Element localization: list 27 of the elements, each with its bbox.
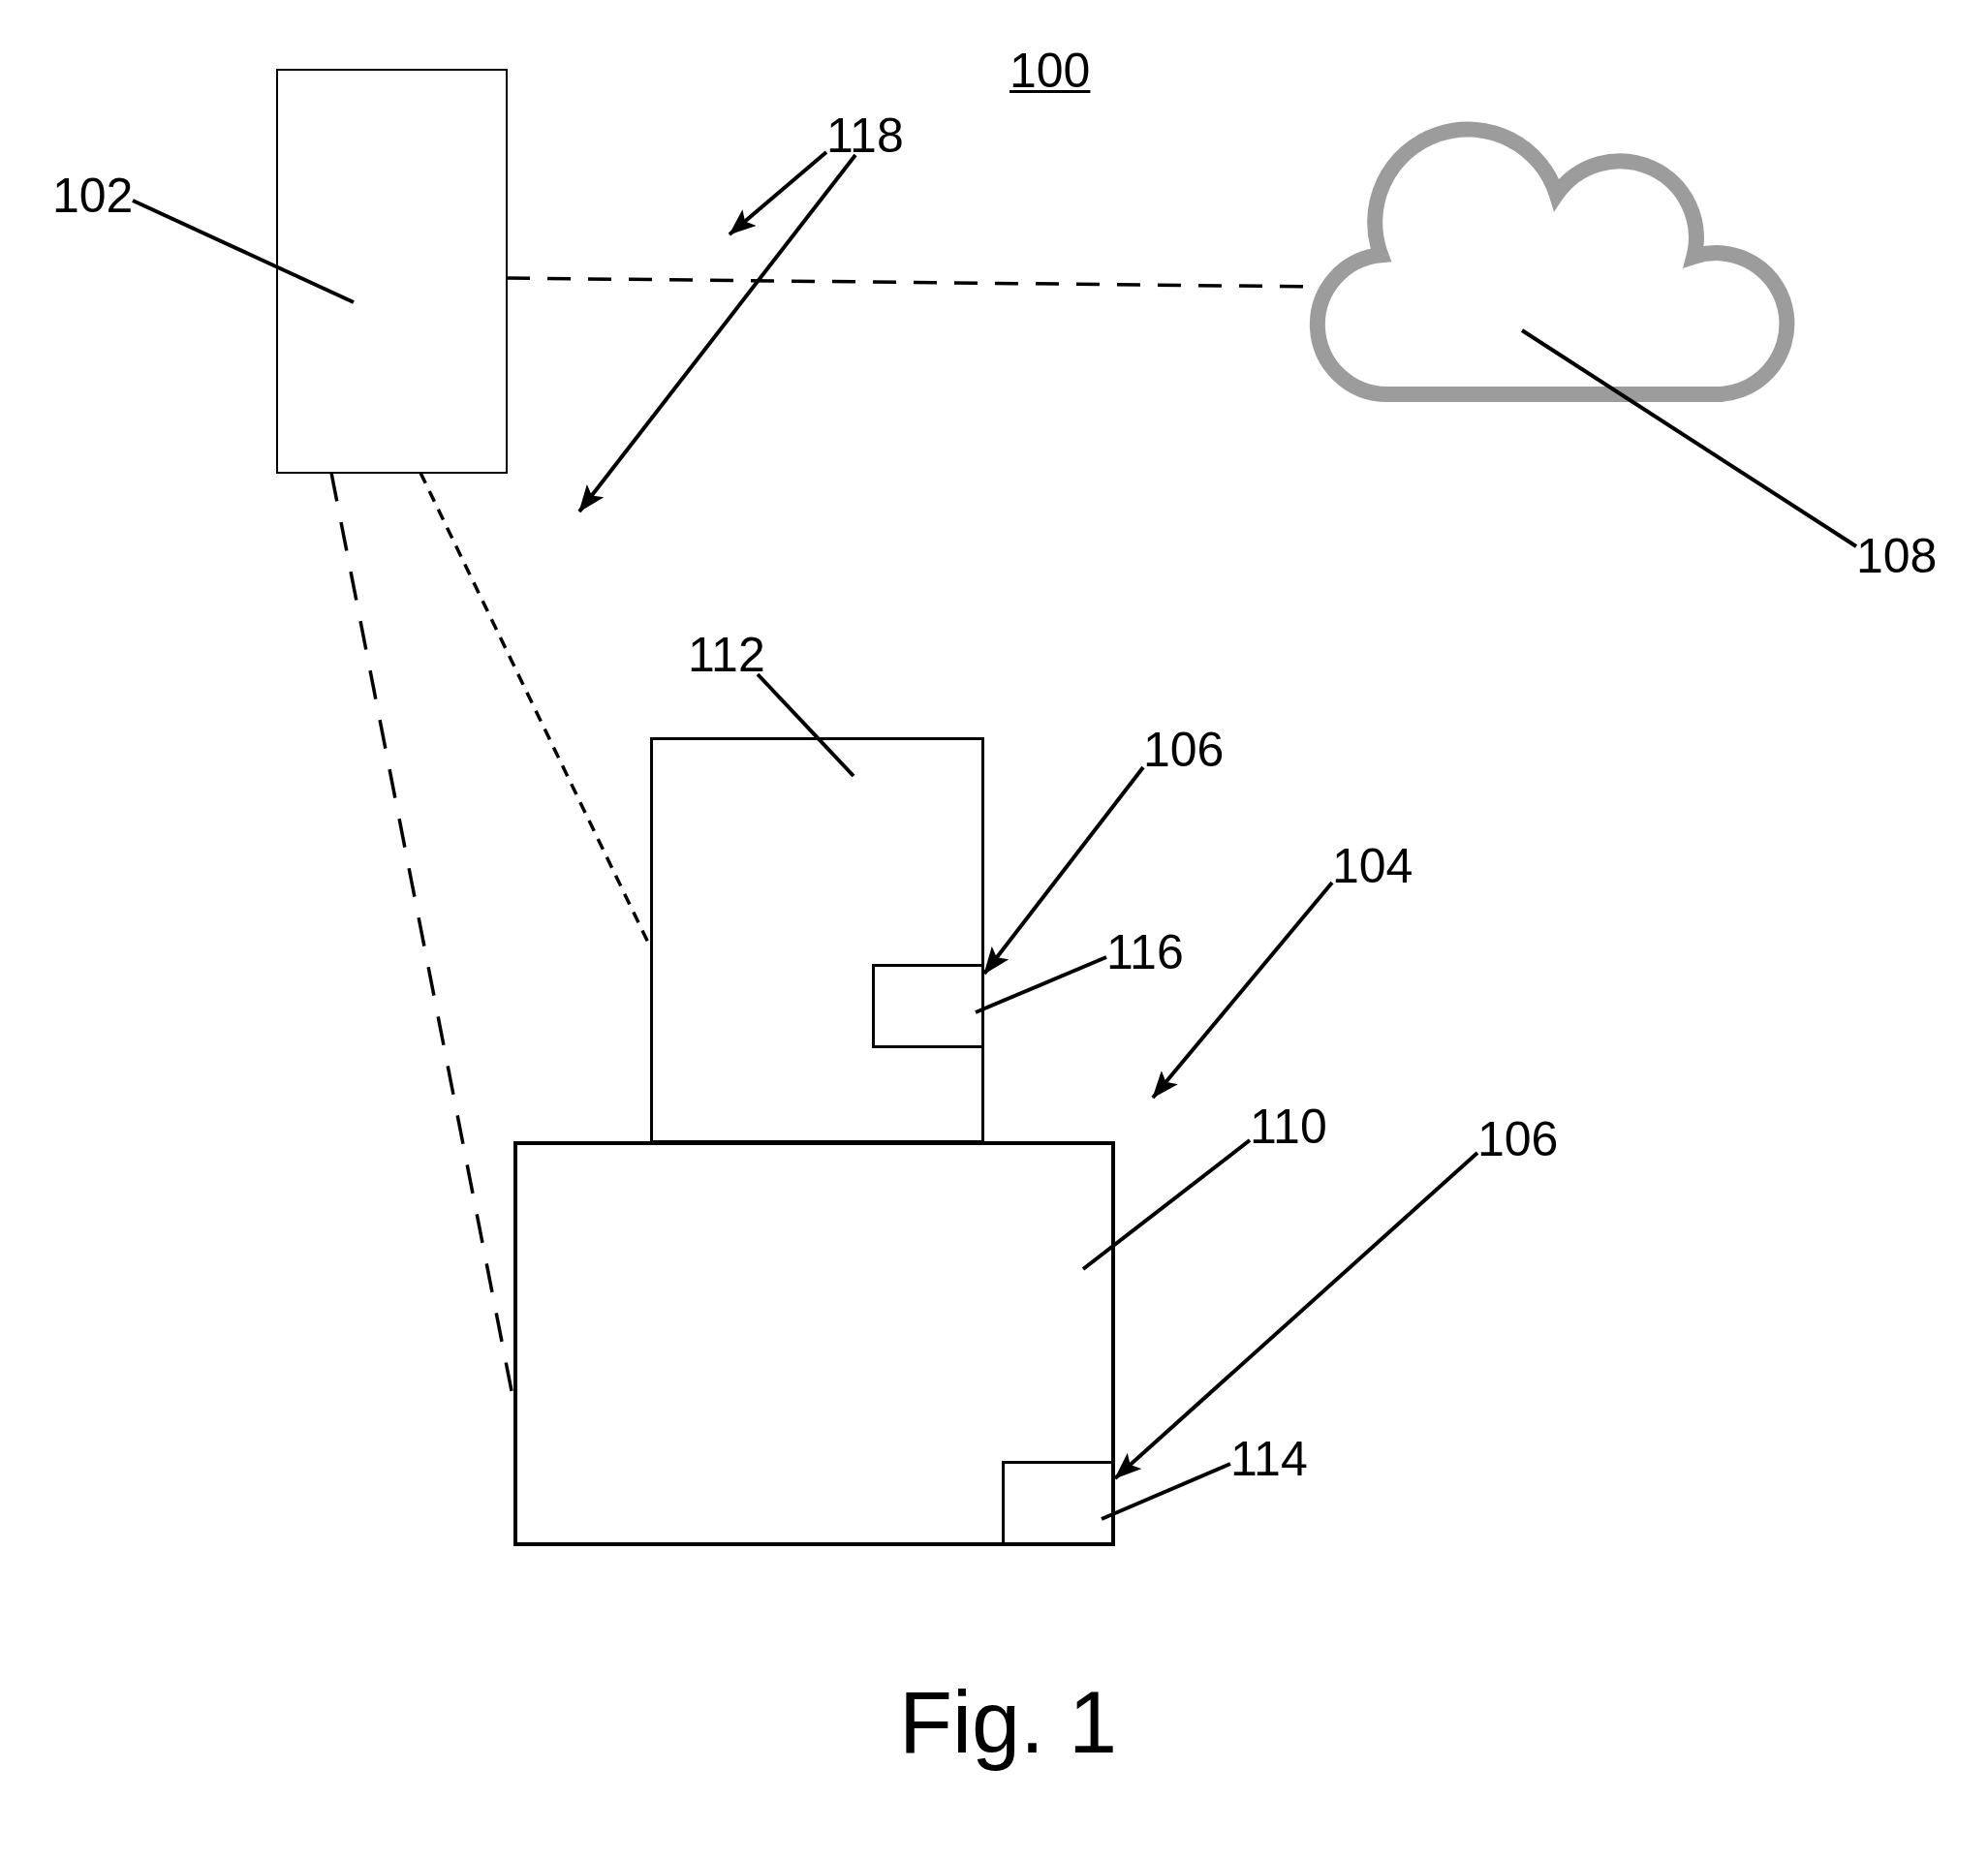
arrow (577, 153, 857, 513)
tall-rectangle (276, 69, 508, 474)
figure-caption: Fig. 1 (899, 1673, 1118, 1773)
leader-line (975, 955, 1107, 1014)
callout-number: 104 (1332, 847, 1413, 885)
arrow (1151, 881, 1334, 1100)
callout-number: 108 (1856, 537, 1938, 575)
wide-rectangle (513, 1141, 1115, 1546)
leader-line (1520, 328, 1858, 548)
leader-line (756, 672, 855, 778)
callout-number: 110 (1250, 1107, 1327, 1146)
leader-line (1081, 1138, 1252, 1271)
callout-number: 112 (688, 636, 765, 674)
tall-rectangle (650, 737, 984, 1143)
callout-number: 114 (1230, 1440, 1308, 1478)
leader-line (132, 199, 355, 304)
callout-number: 106 (1143, 730, 1225, 769)
arrow (1113, 1151, 1479, 1480)
callout-number: 118 (826, 116, 904, 155)
callout-number: 116 (1106, 933, 1184, 972)
arrow (982, 765, 1145, 976)
figure-number: 100 (1010, 47, 1091, 95)
arrow (728, 150, 828, 236)
small-rectangle (872, 964, 984, 1048)
callout-number: 106 (1477, 1120, 1559, 1159)
leader-line (1101, 1462, 1231, 1521)
callout-number: 102 (52, 176, 134, 215)
